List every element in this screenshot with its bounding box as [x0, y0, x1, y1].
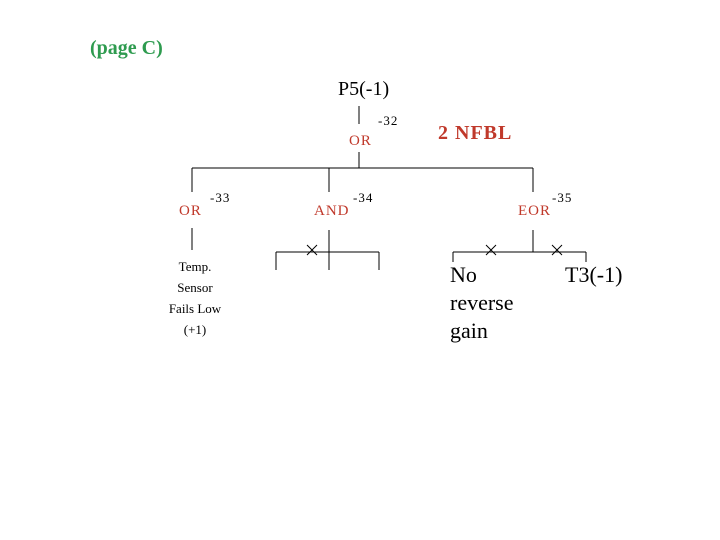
mid-gate-number: -34	[353, 190, 374, 205]
right-leaf-event-2: T3(-1)	[565, 262, 623, 287]
right-gate-type: EOR	[518, 203, 551, 219]
root-gate-type: OR	[349, 133, 372, 149]
cross-mark-right-2	[551, 244, 563, 256]
leaf-line: Sensor	[177, 280, 213, 295]
mid-gate-type: AND	[314, 203, 350, 219]
left-leaf-event: Temp. Sensor Fails Low (+1)	[155, 256, 235, 340]
leaf-line: No	[450, 262, 477, 287]
root-gate-number: -32	[378, 113, 399, 128]
top-event-label: P5(-1)	[338, 78, 390, 100]
leaf-line: gain	[450, 318, 488, 343]
page-label: (page C)	[90, 37, 163, 59]
right-gate-number: -35	[552, 190, 573, 205]
left-gate-number: -33	[210, 190, 231, 205]
cross-mark-mid	[306, 244, 318, 256]
leaf-line: Temp.	[178, 259, 212, 274]
nfbl-annotation: 2 NFBL	[438, 122, 513, 144]
right-leaf-event-1: No reverse gain	[450, 261, 514, 345]
leaf-line: reverse	[450, 290, 514, 315]
cross-mark-right-1	[485, 244, 497, 256]
leaf-line: Fails Low	[168, 301, 222, 316]
leaf-line: (+1)	[183, 322, 207, 337]
left-gate-type: OR	[179, 203, 202, 219]
